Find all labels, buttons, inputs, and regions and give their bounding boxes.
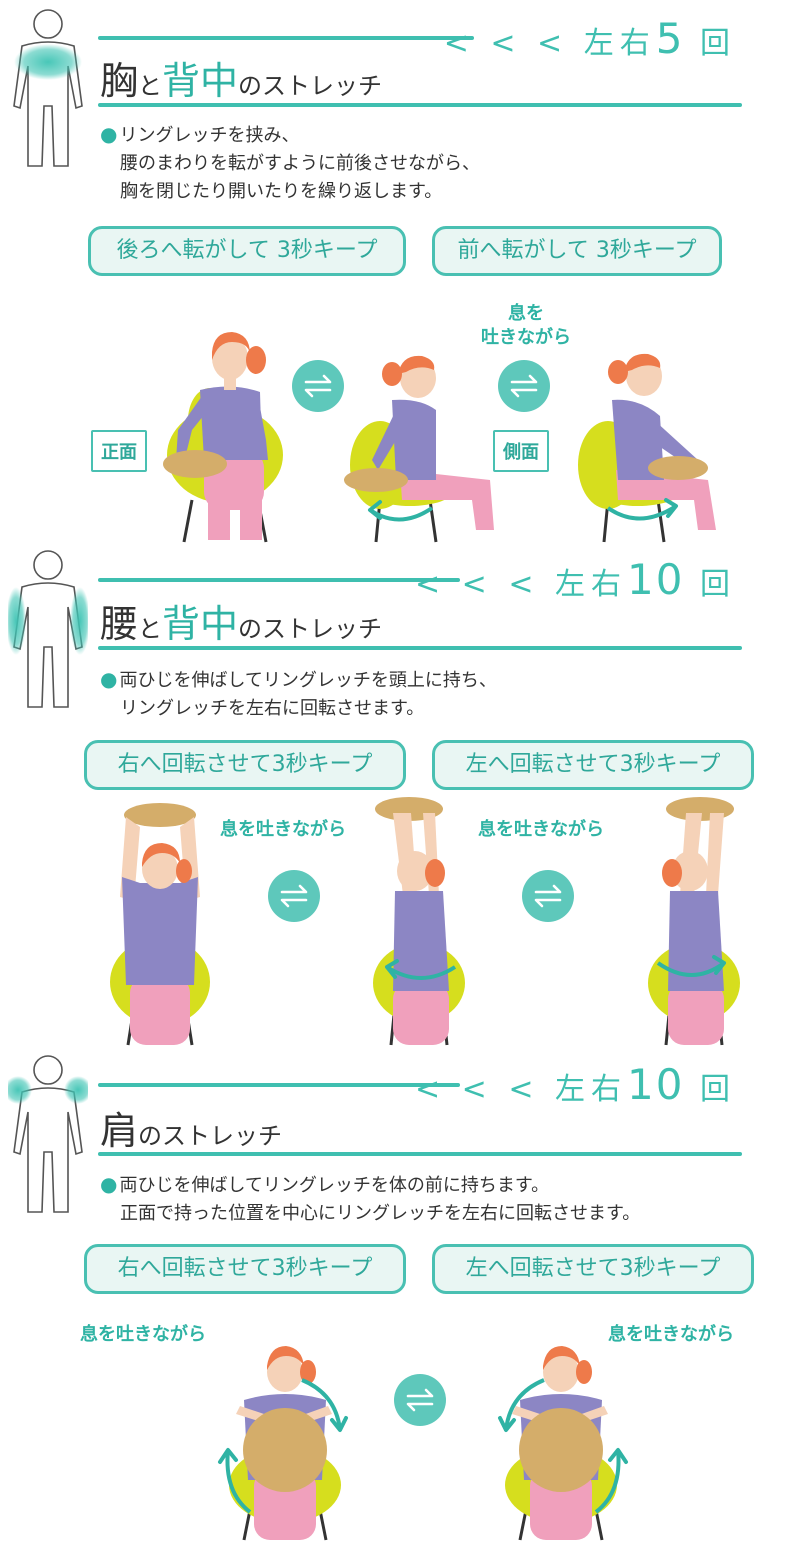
section-title: 腰と背中のストレッチ (100, 602, 383, 646)
header-line-top (98, 578, 460, 582)
repetition-count: < < < 左右10 回 (414, 1060, 736, 1109)
bullet-dot-icon: ● (100, 1172, 118, 1196)
breath-instruction: 息を吐きながら (220, 819, 346, 840)
section-waist-back-stretch: < < < 左右10 回 腰と背中のストレッチ ●両ひじを伸ばしてリングレッチを… (0, 545, 800, 1050)
figure-overhead-front (110, 803, 210, 1046)
header-line-top (98, 36, 474, 40)
breath-instruction: 息を吐きながら (478, 819, 604, 840)
view-tag-side: 側面 (493, 430, 549, 472)
figure-side-roll-back (344, 355, 494, 543)
section-description: ●両ひじを伸ばしてリングレッチを頭上に持ち、 リングレッチを左右に回転させます。 (100, 667, 497, 719)
body-shoulders-highlight-icon (8, 1055, 88, 1213)
figure-side-roll-forward (578, 353, 716, 543)
swap-arrows-icon (268, 870, 320, 922)
body-chest-highlight-icon (13, 9, 83, 167)
bullet-dot-icon: ● (100, 122, 118, 146)
step-label-rotate-left: 左へ回転させて3秒キープ (432, 1244, 754, 1294)
swap-arrows-icon (394, 1374, 446, 1426)
bullet-dot-icon: ● (100, 667, 118, 691)
header-line-bottom (98, 1152, 742, 1156)
step-label-roll-back: 後ろへ転がして 3秒キープ (88, 226, 406, 276)
swap-arrows-icon (522, 870, 574, 922)
section-shoulder-stretch: < < < 左右10 回 肩のストレッチ ●両ひじを伸ばしてリングレッチを体の前… (0, 1050, 800, 1542)
step-label-rotate-right: 右へ回転させて3秒キープ (84, 1244, 406, 1294)
view-tag-front: 正面 (91, 430, 147, 472)
section-title: 胸と背中のストレッチ (100, 59, 383, 103)
figure-shoulder-rotate-right (218, 1346, 348, 1541)
repetition-count: < < < 左右5 回 (443, 14, 736, 63)
swap-arrows-icon (498, 360, 550, 412)
repetition-count: < < < 左右10 回 (414, 555, 736, 604)
figure-overhead-rotate-left (648, 797, 740, 1046)
section-description: ●リングレッチを挟み、 腰のまわりを転がすように前後させながら、 胸を閉じたり開… (100, 122, 480, 202)
step-label-rotate-left: 左へ回転させて3秒キープ (432, 740, 754, 790)
header-line-bottom (98, 646, 742, 650)
breath-instruction: 息を吐きながら (481, 303, 571, 348)
header-line-bottom (98, 103, 742, 107)
section-title: 肩のストレッチ (100, 1109, 283, 1153)
step-label-rotate-right: 右へ回転させて3秒キープ (84, 740, 406, 790)
figure-shoulder-rotate-left (498, 1346, 628, 1541)
section-chest-back-stretch: < < < 左右5 回 胸と背中のストレッチ ●リングレッチを挟み、 腰のまわり… (0, 0, 800, 545)
breath-instruction: 息を吐きながら (608, 1324, 734, 1345)
swap-arrows-icon (292, 360, 344, 412)
body-sides-highlight-icon (8, 550, 88, 708)
section-description: ●両ひじを伸ばしてリングレッチを体の前に持ちます。 正面で持った位置を中心にリン… (100, 1172, 641, 1224)
breath-instruction: 息を吐きながら (80, 1324, 206, 1345)
header-line-top (98, 1083, 460, 1087)
figure-overhead-rotate-right (373, 797, 465, 1046)
figure-front-seated (163, 332, 283, 543)
step-label-roll-forward: 前へ転がして 3秒キープ (432, 226, 722, 276)
